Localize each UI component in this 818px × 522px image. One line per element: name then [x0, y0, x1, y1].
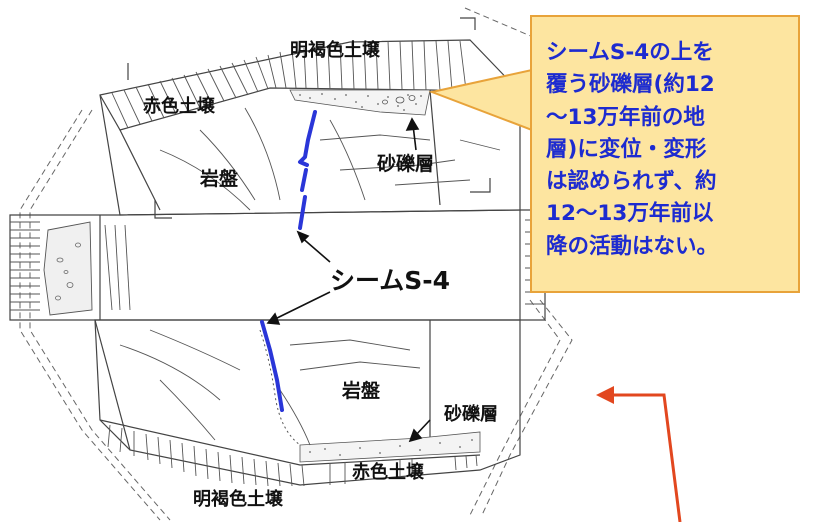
upper-gravel-zone: [289, 89, 431, 116]
leader-arrows: [266, 117, 431, 443]
left-wall-gravel: [43, 221, 93, 316]
callout-line: 12～13万年前以: [546, 201, 714, 227]
explanation-callout: シームS-4の上を 覆う砂礫層(約12 ～13万年前の地 層)に変位・変形 は認…: [530, 15, 800, 293]
red-arrowhead: [596, 386, 614, 404]
label-light-brown-soil-bottom: 明褐色土壌: [193, 489, 283, 510]
callout-line: 降の活動はない。: [546, 233, 719, 259]
label-gravel-top: 砂礫層: [377, 153, 435, 175]
upper-soil-hatching: [111, 40, 467, 129]
callout-pointer: [428, 68, 533, 132]
label-gravel-bottom: 砂礫層: [444, 404, 498, 425]
label-light-brown-soil-top: 明褐色土壌: [290, 40, 380, 61]
label-bedrock-top: 岩盤: [200, 168, 239, 190]
callout-line: ～13万年前の地: [546, 104, 705, 130]
callout-line: 層)に変位・変形: [546, 136, 707, 162]
corner-brackets: [127, 17, 491, 219]
upper-bedrock-fractures: [159, 107, 501, 211]
callout-line: シームS-4の上を: [546, 40, 714, 65]
lower-soil-hatching: [107, 424, 478, 487]
callout-text: シームS-4の上を 覆う砂礫層(約12 ～13万年前の地 層)に変位・変形 は認…: [546, 37, 792, 263]
lower-gravel-zone: [299, 431, 481, 463]
label-red-soil-top: 赤色土壌: [143, 96, 215, 117]
label-seam-s4: シームS-4: [330, 266, 451, 295]
callout-line: は認められず、約: [546, 169, 717, 195]
callout-line: 覆う砂礫層(約12: [546, 72, 715, 98]
red-arrow: [606, 393, 682, 522]
lower-dotted-boundary: [259, 329, 301, 446]
seam-s4-trace: [260, 110, 317, 412]
lower-bedrock-fractures: [119, 329, 421, 446]
label-bedrock-bottom: 岩盤: [342, 380, 381, 402]
label-red-soil-bottom: 赤色土壌: [352, 462, 424, 483]
